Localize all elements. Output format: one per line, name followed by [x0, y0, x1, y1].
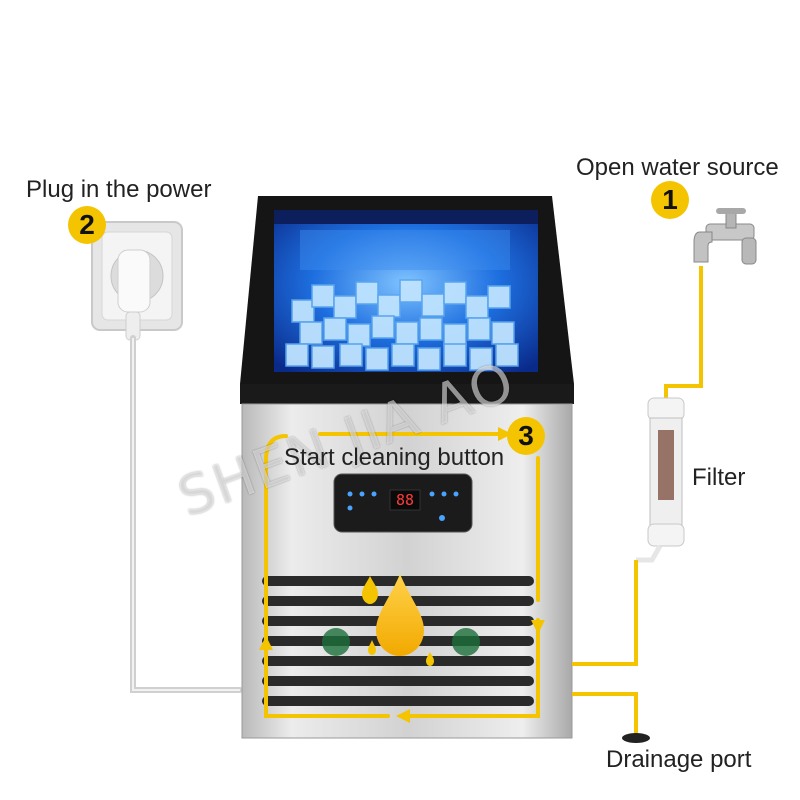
drain-hole-icon [622, 733, 650, 743]
filter-label: Filter [692, 464, 746, 491]
step-2-label: Plug in the power [26, 176, 212, 203]
step-3-label: Start cleaning button [284, 444, 505, 471]
control-panel [333, 473, 473, 533]
wall-outlet [91, 221, 183, 341]
circulation-arrows [264, 432, 540, 718]
machine-body [240, 384, 574, 739]
water-inlet-pipe [664, 266, 703, 400]
water-drop-icon [362, 574, 434, 666]
faucet-icon [693, 208, 757, 265]
ice-bin [240, 196, 574, 384]
display-digits: 88 [395, 491, 415, 509]
step-1-label: Open water source [576, 154, 779, 181]
step-2-badge: 2 [68, 206, 106, 244]
arrow-heads [259, 427, 545, 723]
step-3-badge: 3 [507, 417, 545, 455]
drainage-label: Drainage port [606, 746, 752, 773]
water-filter [636, 397, 685, 563]
filter-to-machine-pipe [572, 560, 638, 666]
drainage-pipe [572, 692, 638, 736]
step-1-badge: 1 [651, 181, 689, 219]
